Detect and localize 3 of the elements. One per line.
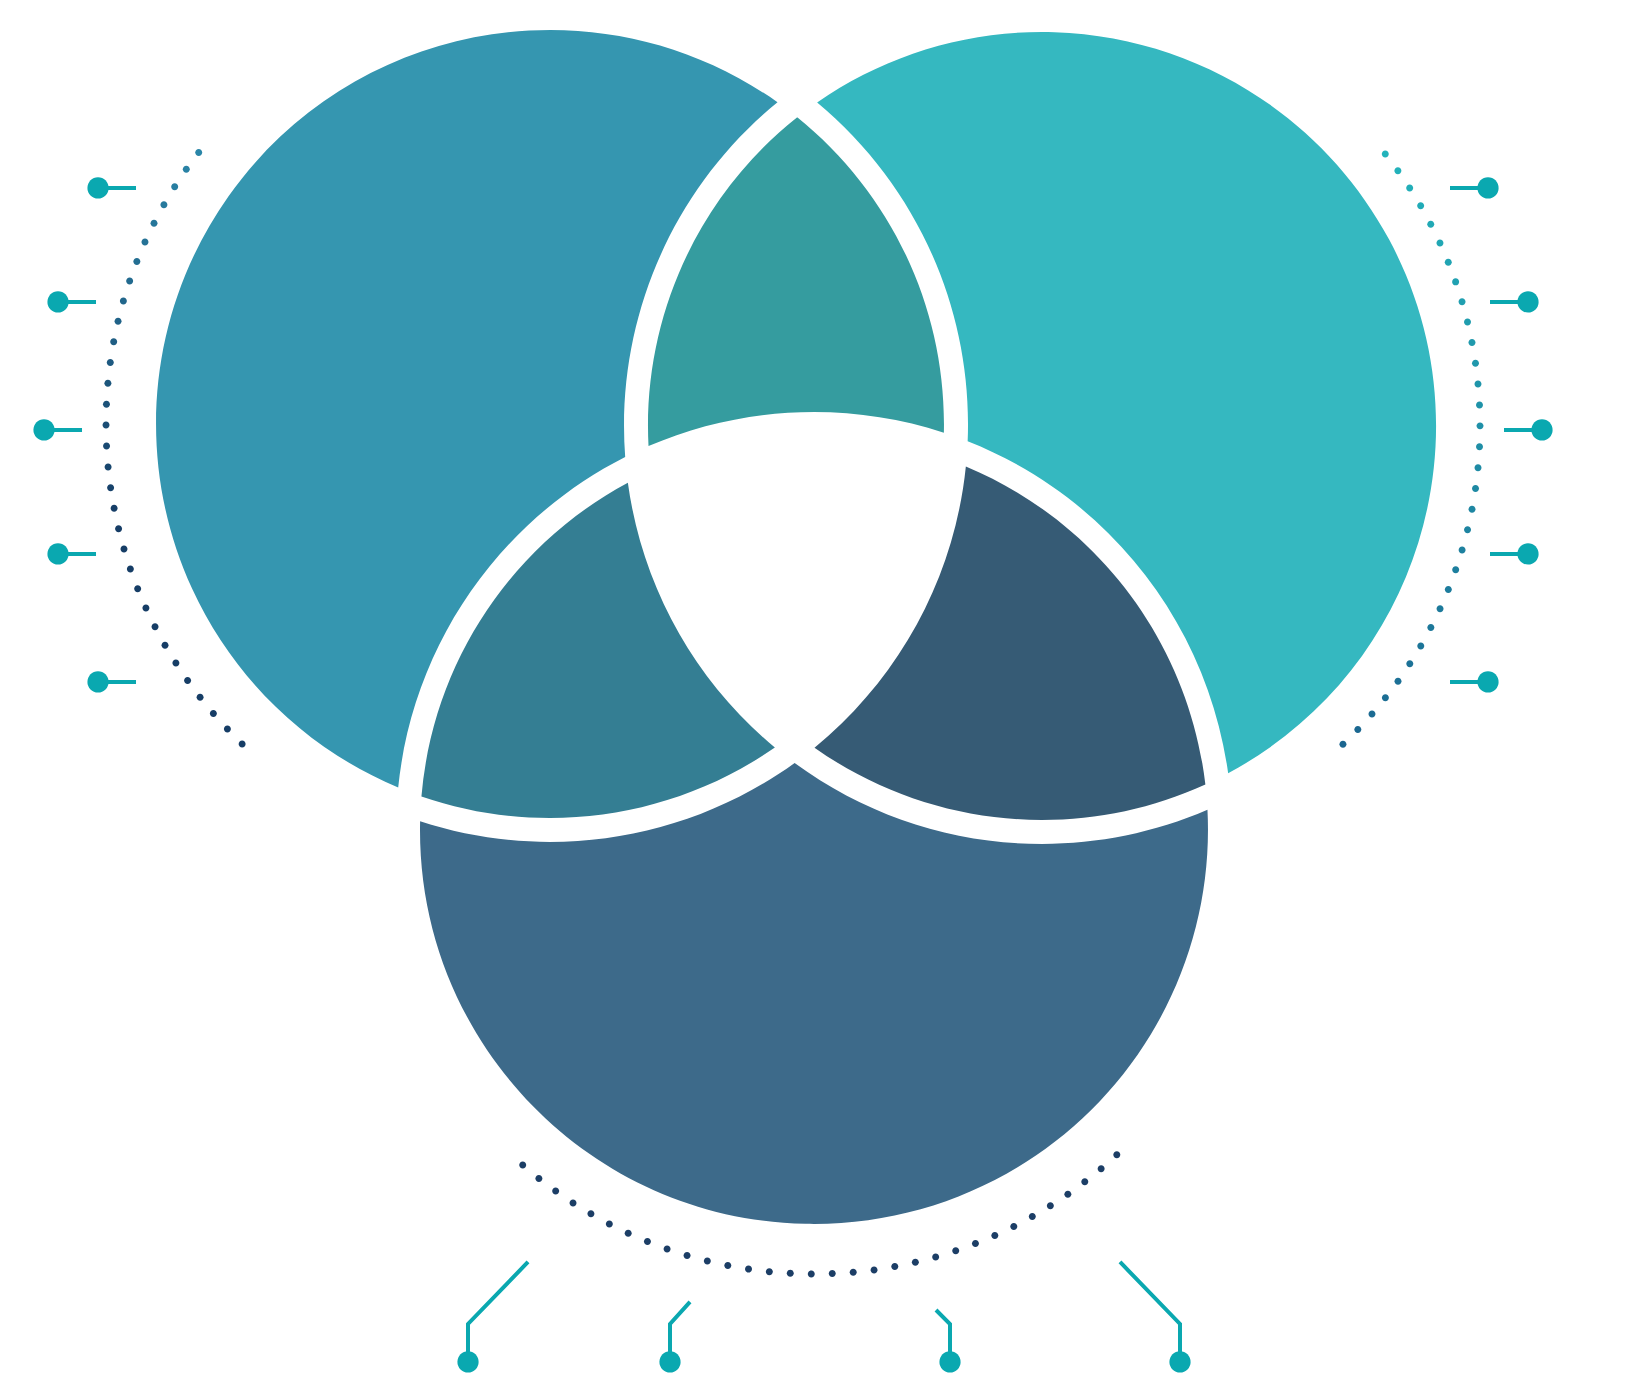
- overlap-region: [421, 482, 775, 818]
- overlap-region: [648, 117, 944, 447]
- overlap-region: [814, 466, 1206, 820]
